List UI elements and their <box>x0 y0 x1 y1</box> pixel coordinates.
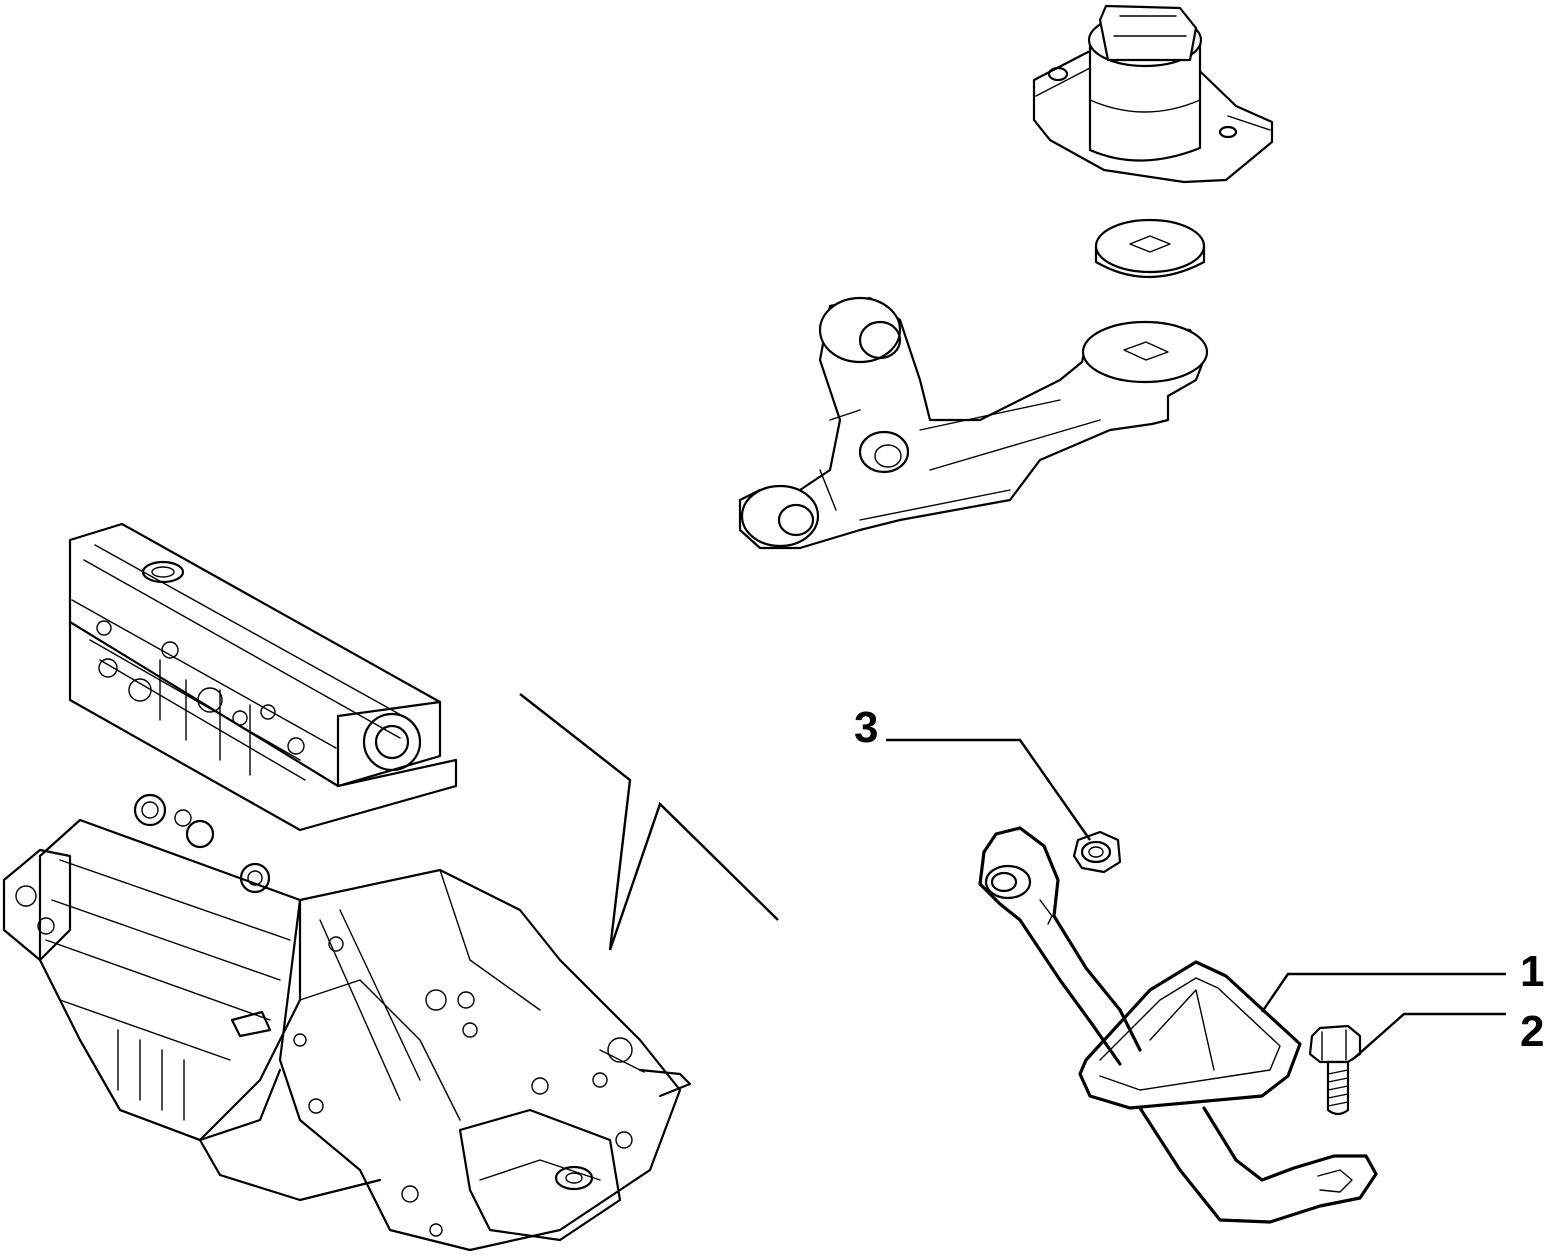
leader-line-2 <box>1351 1012 1506 1061</box>
callout-label-1: 1 <box>1520 947 1545 996</box>
leader-line-3 <box>886 738 1091 841</box>
leader-line-1 <box>1261 972 1506 1013</box>
engine-mount-bracket <box>738 296 1209 550</box>
zoom-indicator-lines <box>519 693 779 951</box>
rubber-washer <box>1094 218 1206 278</box>
callout-label-2: 2 <box>1520 1007 1545 1056</box>
part-2-bolt <box>1308 1024 1362 1116</box>
engine-gearbox-assembly <box>2 522 692 1252</box>
engine-mount-rubber-block <box>1032 4 1274 184</box>
part-1-support-bracket <box>978 826 1378 1224</box>
callout-leader-lines <box>886 738 1506 1061</box>
part-3-nut <box>1072 830 1122 874</box>
callout-label-3: 3 <box>854 703 879 752</box>
